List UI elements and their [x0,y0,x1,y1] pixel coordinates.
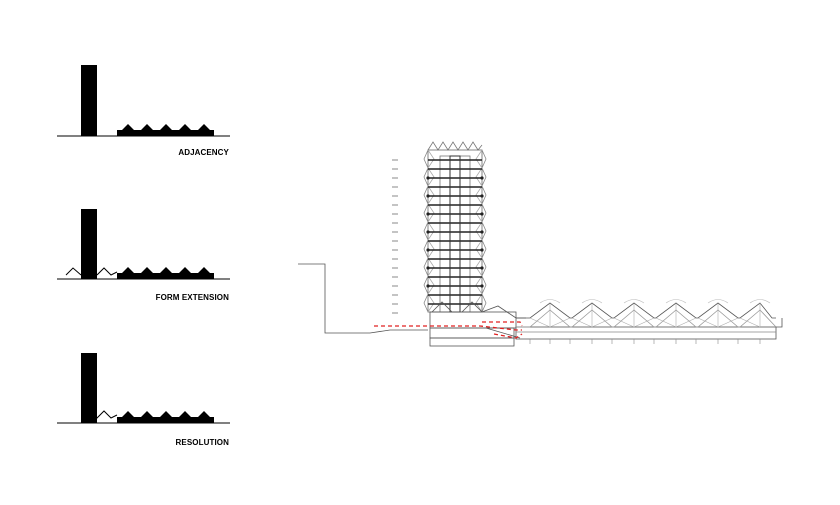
diagram-resolution [57,353,230,424]
diagram-label-form-extension: FORM EXTENSION [155,293,229,302]
diagram-label-resolution: RESOLUTION [175,438,229,447]
site-terrain [298,263,428,334]
sawtooth-shed-section [515,299,783,344]
extension-outline-left [65,267,82,276]
diagram-form-extension [57,209,230,280]
section-drawing [298,141,783,347]
resolution-link [86,410,118,424]
tower-section [423,141,487,313]
extension-outline-right [96,267,118,276]
podium-section [429,301,526,347]
diagram-adjacency [57,65,230,137]
sawtooth-shed [117,124,214,136]
circulation-path [374,321,523,339]
tower-block [81,353,97,423]
sawtooth-shed [117,267,214,279]
level-markers [392,159,398,314]
sawtooth-shed [117,411,214,423]
tower-block [81,65,97,136]
diagram-label-adjacency: ADJACENCY [178,148,229,157]
tower-block [81,209,97,279]
